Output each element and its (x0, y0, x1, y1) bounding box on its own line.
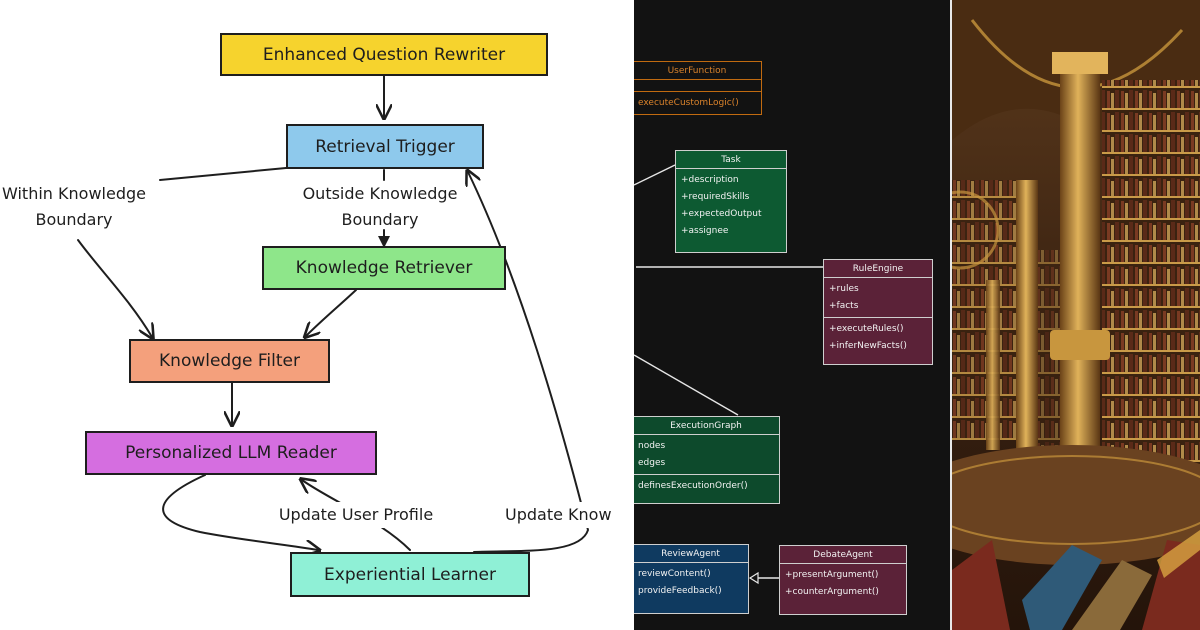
book-red (952, 540, 1010, 630)
uml-section-empty (634, 80, 761, 91)
edge-label-outside-boundary: Outside Knowledge Boundary (302, 184, 458, 229)
uml-attribute: +requiredSkills (681, 192, 750, 202)
uml-connectors (634, 164, 823, 585)
node-personalized-llm-reader: Personalized LLM Reader (85, 431, 377, 475)
edge-trigger-within (159, 167, 287, 181)
node-retrieval-trigger: Retrieval Trigger (286, 124, 484, 169)
uml-attribute: +assignee (681, 226, 729, 236)
edge-retriever-filter (306, 289, 357, 336)
uml-class-title: UserFunction (634, 62, 761, 80)
uml-method: reviewContent() (638, 569, 711, 579)
panel-divider (950, 0, 952, 630)
uml-class-title: Task (676, 151, 786, 169)
edge-label-update-knowledge: Update Know (505, 502, 634, 528)
foreground-books (952, 530, 1200, 630)
uml-class-title: ExecutionGraph (634, 417, 779, 435)
uml-attribute: +expectedOutput (681, 209, 762, 219)
uml-method: provideFeedback() (638, 586, 722, 596)
uml-class-title: DebateAgent (780, 546, 906, 564)
ornate-column-far (986, 280, 1000, 450)
uml-attribute: +rules (829, 284, 859, 294)
library-illustration (952, 0, 1200, 630)
table-inlay (952, 455, 1200, 545)
node-question-rewriter: Enhanced Question Rewriter (220, 33, 548, 76)
edge-learner-trigger (468, 172, 590, 553)
flow-connectors (77, 75, 590, 630)
right-bookshelf (1102, 80, 1200, 520)
uml-edge-task (634, 164, 676, 186)
book-tan (1072, 560, 1152, 630)
uml-attribute: +facts (829, 301, 859, 311)
uml-attribute: nodes (638, 441, 666, 451)
uml-class-task: Task +description +requiredSkills +expec… (675, 150, 787, 253)
ornate-column-right (1060, 60, 1100, 480)
uml-class-title: ReviewAgent (634, 545, 748, 563)
node-experiential-learner: Experiential Learner (290, 552, 530, 597)
uml-class-reviewagent: ReviewAgent reviewContent() provideFeedb… (634, 544, 749, 614)
uml-method: +presentArgument() (785, 570, 879, 580)
node-knowledge-filter: Knowledge Filter (129, 339, 330, 383)
edge-label-within-boundary: Within Knowledge Boundary (2, 184, 146, 229)
ornate-column-middle (1016, 180, 1038, 450)
book-red-right (1142, 540, 1200, 630)
uml-class-title: RuleEngine (824, 260, 932, 278)
uml-method: +executeRules() (829, 324, 904, 334)
column-ring (1050, 330, 1110, 360)
uml-attribute: edges (638, 458, 666, 468)
column-capital (1052, 52, 1108, 74)
uml-diagram-panel: UserFunction executeCustomLogic() Task +… (634, 0, 950, 630)
uml-inheritance-arrow (748, 571, 759, 585)
uml-method: +counterArgument() (785, 587, 879, 597)
rose-window (952, 190, 1000, 270)
uml-method: definesExecutionOrder() (638, 481, 748, 491)
uml-edge-executiongraph (634, 354, 739, 416)
uml-attribute: +description (681, 175, 739, 185)
library-illustration-panel (952, 0, 1200, 630)
round-table (952, 445, 1200, 565)
edge-within-filter (77, 239, 152, 337)
uml-method: +inferNewFacts() (829, 341, 907, 351)
node-knowledge-retriever: Knowledge Retriever (262, 246, 506, 290)
flow-diagram-panel: Enhanced Question Rewriter Retrieval Tri… (2, 33, 634, 630)
uml-class-debateagent: DebateAgent +presentArgument() +counterA… (779, 545, 907, 615)
uml-class-executiongraph: ExecutionGraph nodes edges definesExecut… (634, 416, 780, 504)
book-gilt-edge (1157, 530, 1200, 578)
edge-label-update-profile: Update User Profile (256, 502, 456, 528)
book-blue (1022, 545, 1102, 630)
uml-class-userfunction: UserFunction executeCustomLogic() (634, 61, 762, 115)
uml-class-ruleengine: RuleEngine +rules +facts +executeRules()… (823, 259, 933, 365)
uml-method: executeCustomLogic() (638, 98, 739, 108)
edge-reader-learner (162, 474, 318, 550)
